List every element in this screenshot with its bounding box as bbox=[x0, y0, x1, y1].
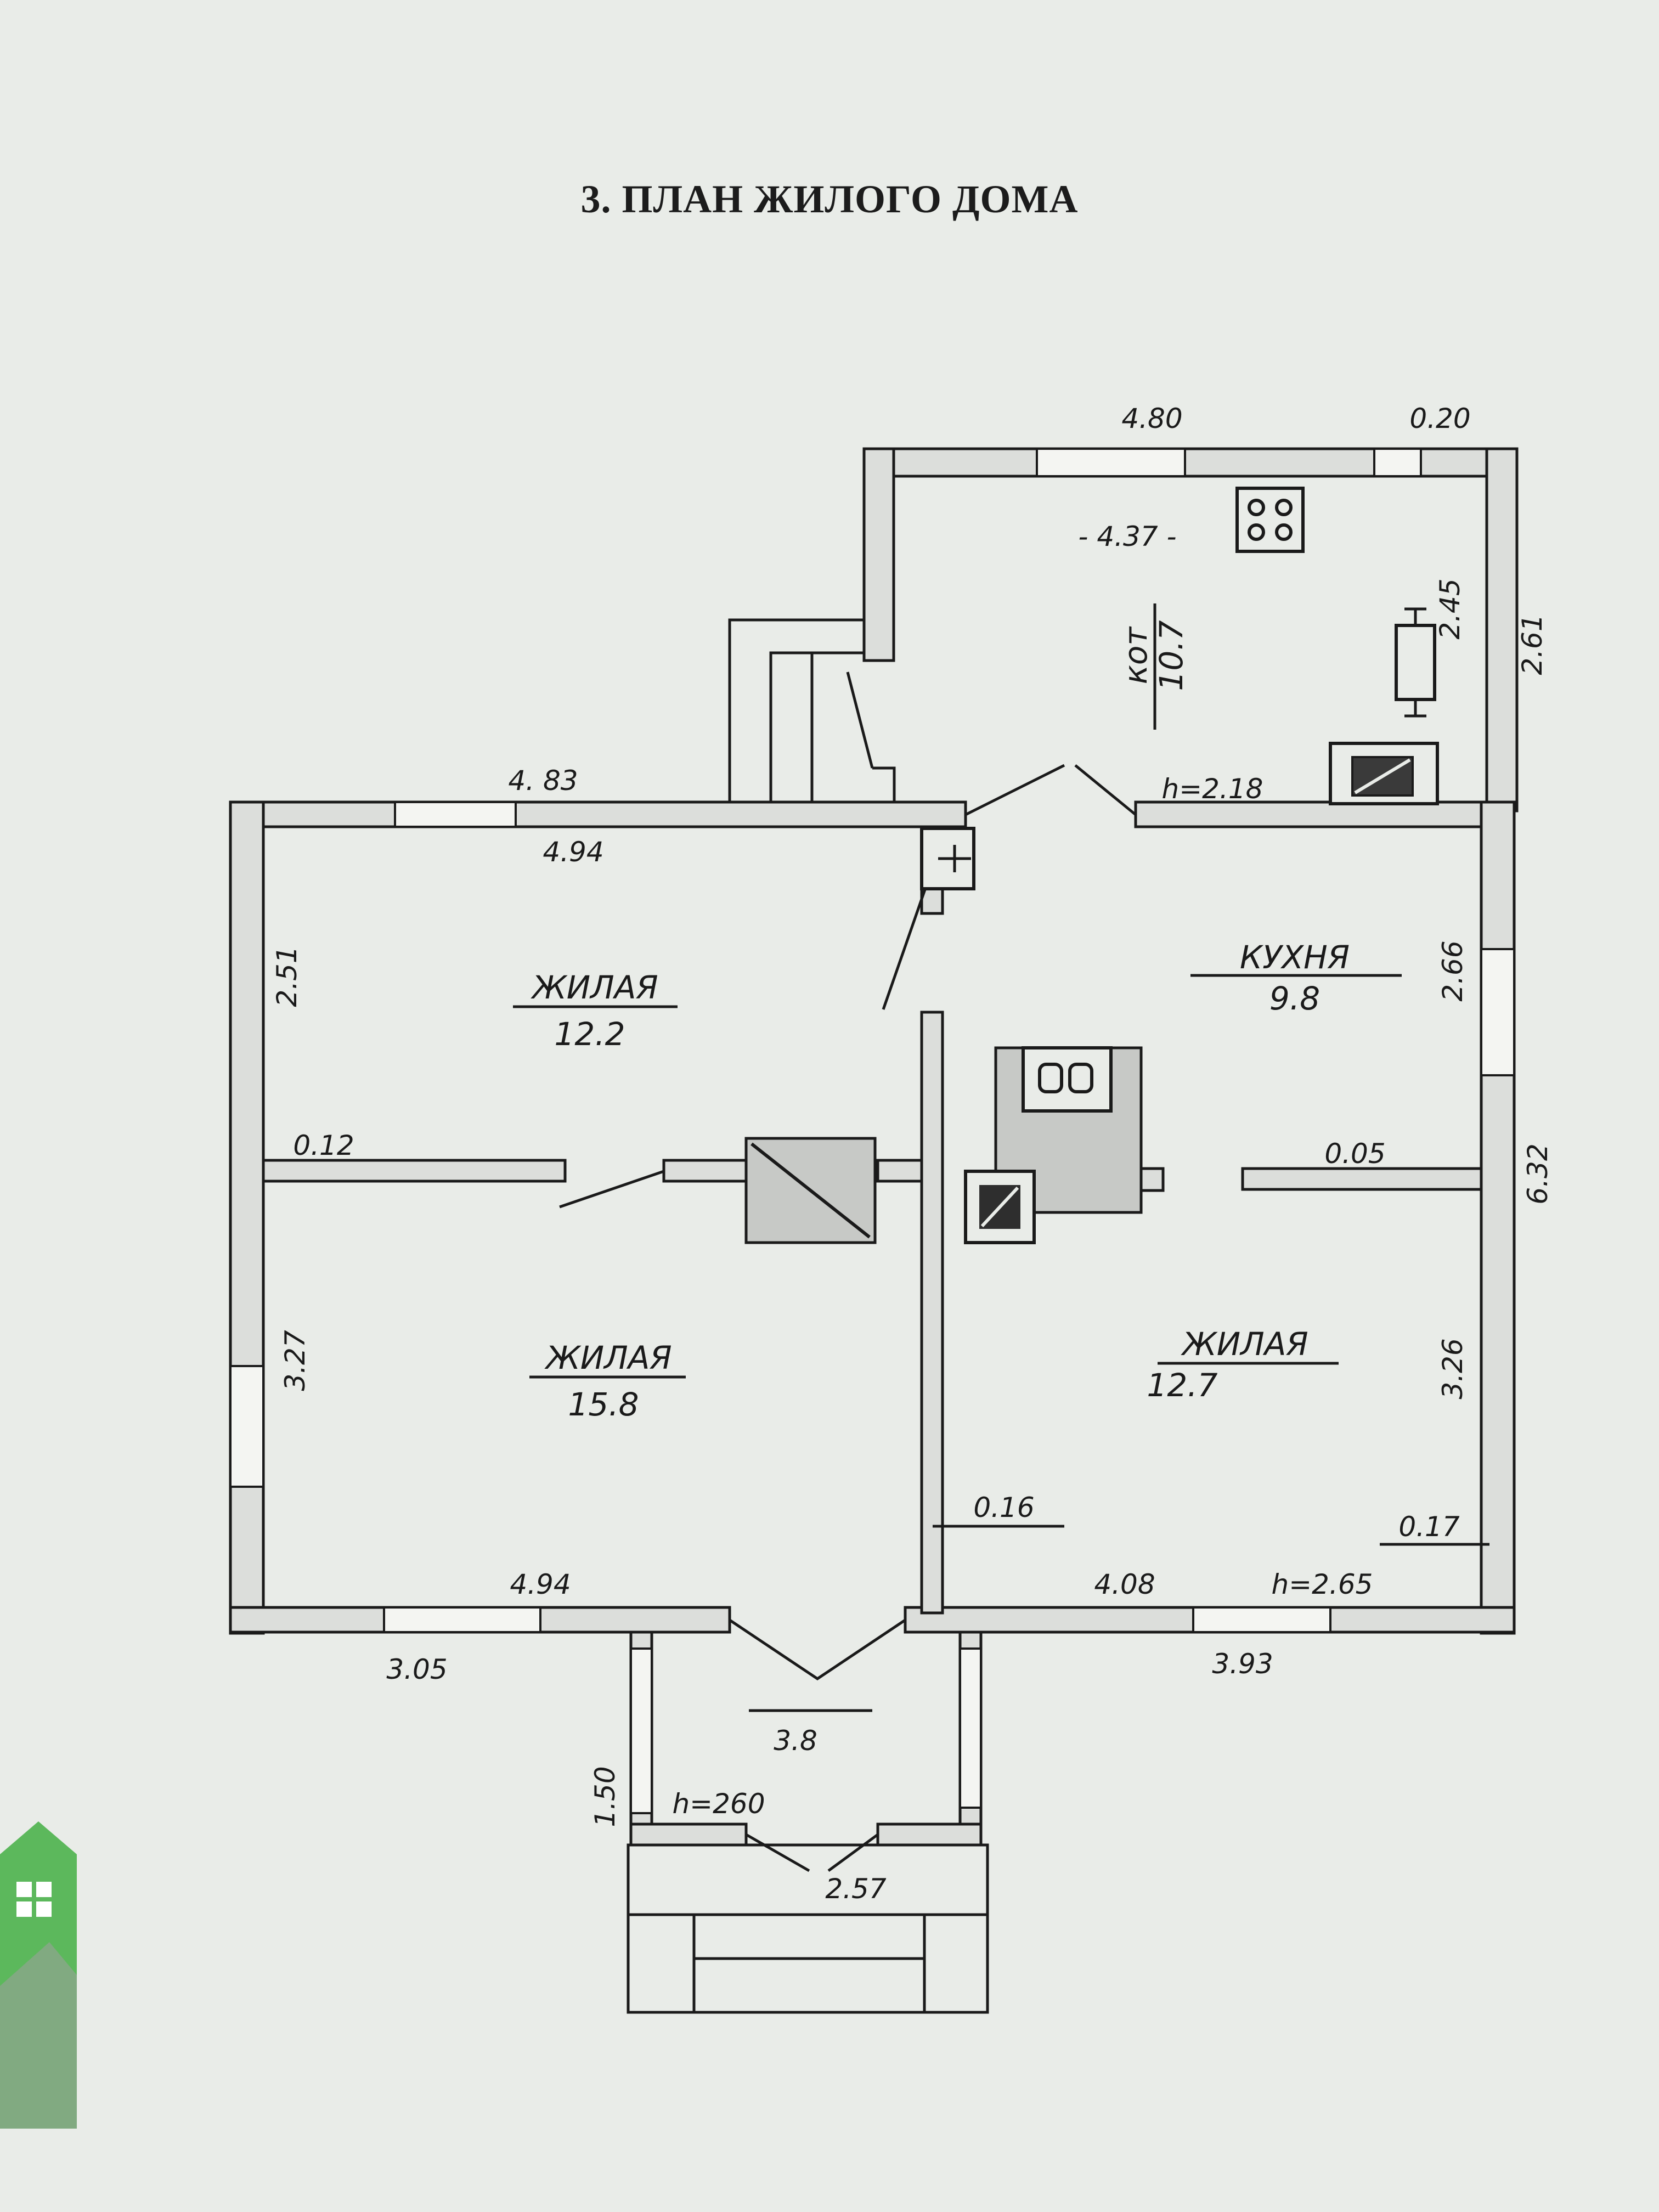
wall-boiler-left bbox=[862, 447, 895, 662]
wall-porch-bottom-left bbox=[629, 1822, 748, 1847]
window-bottom-left bbox=[383, 1606, 541, 1633]
furnace-icon bbox=[964, 1046, 1165, 1244]
wall-right bbox=[1480, 800, 1516, 1635]
dim-porch-depth: 1.50 bbox=[589, 1766, 621, 1827]
room-living-right-area: 12.7 bbox=[1147, 1367, 1217, 1404]
window-top-left bbox=[394, 801, 517, 828]
wall-boiler-right bbox=[1485, 447, 1519, 812]
dim-left-top: 2.51 bbox=[271, 946, 303, 1007]
stairs-landing bbox=[872, 766, 896, 806]
height-boiler: h=2.18 bbox=[1162, 773, 1263, 805]
wall-top-right bbox=[1134, 800, 1502, 828]
boiler-icon bbox=[1395, 607, 1436, 718]
window-boiler-top bbox=[1036, 448, 1186, 477]
window-right bbox=[1480, 948, 1515, 1076]
wall-partition-mid2 bbox=[876, 1159, 923, 1183]
house-logo-icon bbox=[0, 1821, 77, 2129]
stairs-rail bbox=[846, 672, 874, 769]
door-entrance bbox=[729, 1618, 906, 1681]
windows bbox=[229, 448, 1515, 1814]
dim-bottom-left-outer: 3.05 bbox=[386, 1654, 447, 1685]
dim-wall-right: 0.17 bbox=[1398, 1511, 1460, 1543]
dim-right-bottom: 3.26 bbox=[1437, 1338, 1469, 1399]
room-living-top-left-name: ЖИЛАЯ bbox=[531, 969, 658, 1006]
dim-boiler-outer-side: 2.61 bbox=[1516, 614, 1548, 675]
door-porch-left bbox=[745, 1833, 810, 1872]
dim-partition-right: 0.05 bbox=[1324, 1138, 1385, 1170]
dim-top-left-outer: 4. 83 bbox=[508, 765, 578, 797]
dim-left-bottom: 3.27 bbox=[279, 1330, 311, 1391]
dim-boiler-inner-width: - 4.37 - bbox=[1078, 521, 1176, 552]
room-boiler-name: кот bbox=[1117, 626, 1154, 685]
room-living-right-name: ЖИЛАЯ bbox=[1181, 1325, 1308, 1363]
wall-partition-left bbox=[262, 1159, 567, 1183]
window-left bbox=[229, 1365, 264, 1488]
room-living-top-left-area: 12.2 bbox=[554, 1015, 625, 1053]
dim-wall-inner: 0.16 bbox=[973, 1492, 1034, 1523]
wall-porch-bottom-right bbox=[876, 1822, 983, 1847]
dim-kitchen-side: 2.66 bbox=[1437, 940, 1469, 1001]
window-boiler-small bbox=[1373, 448, 1422, 477]
dim-partition-left: 0.12 bbox=[293, 1130, 354, 1161]
meter-icon bbox=[1329, 742, 1439, 805]
window-porch-right bbox=[959, 1647, 982, 1809]
door-porch-right bbox=[827, 1833, 879, 1872]
wall-left bbox=[229, 800, 265, 1635]
room-boiler-area: 10.7 bbox=[1153, 620, 1190, 691]
door-kitchen-left bbox=[964, 764, 1065, 816]
dim-porch-width: 3.8 bbox=[774, 1725, 817, 1757]
dim-bottom-left-inner: 4.94 bbox=[510, 1568, 571, 1600]
room-living-bottom-left-name: ЖИЛАЯ bbox=[544, 1339, 672, 1376]
room-kitchen-name: КУХНЯ bbox=[1240, 939, 1350, 976]
stairs-outer bbox=[728, 618, 864, 806]
wall-partition-right bbox=[1241, 1167, 1483, 1191]
room-living-bottom-left-area: 15.8 bbox=[568, 1386, 639, 1423]
dim-boiler-wall: 0.20 bbox=[1409, 403, 1470, 435]
door-living-top bbox=[882, 883, 929, 1010]
stove-icon bbox=[1235, 487, 1305, 553]
doors bbox=[559, 764, 1137, 1872]
wall-partition-mid bbox=[662, 1159, 748, 1183]
height-porch: h=260 bbox=[672, 1788, 765, 1820]
page-title: 3. ПЛАН ЖИЛОГО ДОМА bbox=[580, 177, 1079, 221]
dim-boiler-outer-top: 4.80 bbox=[1121, 403, 1182, 435]
door-kitchen-right bbox=[1074, 764, 1137, 816]
chimney-icon bbox=[920, 827, 975, 890]
dim-right-outer: 6.32 bbox=[1522, 1143, 1554, 1204]
door-partition bbox=[559, 1170, 664, 1209]
dim-bottom-right-outer: 3.93 bbox=[1212, 1648, 1273, 1680]
wall-interior-vertical bbox=[920, 1011, 944, 1615]
stairs-inner bbox=[769, 651, 864, 806]
dim-boiler-inner-side: 2.45 bbox=[1434, 578, 1466, 639]
room-kitchen-area: 9.8 bbox=[1269, 980, 1320, 1017]
height-living-right: h=2.65 bbox=[1272, 1568, 1373, 1600]
dim-bottom-right-inner: 4.08 bbox=[1094, 1568, 1155, 1600]
porch-step-inner bbox=[692, 1913, 926, 2014]
wall-top-left bbox=[229, 800, 967, 828]
labels: 4.80 0.20 - 4.37 - 2.45 2.61 кот 10.7 h=… bbox=[271, 403, 1554, 1905]
dim-top-left-inner: 4.94 bbox=[543, 836, 603, 868]
window-bottom-right bbox=[1192, 1606, 1331, 1633]
dim-porch-bottom: 2.57 bbox=[825, 1873, 887, 1905]
window-porch-left bbox=[630, 1647, 653, 1814]
heater-icon bbox=[744, 1137, 877, 1244]
